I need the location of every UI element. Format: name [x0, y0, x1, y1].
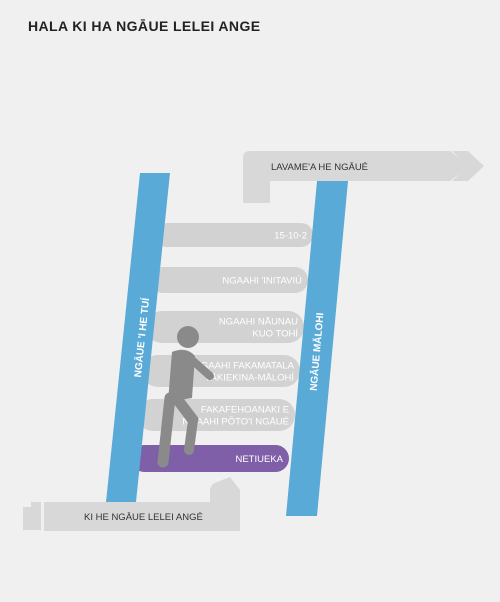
- ladder-rung-label: NGAAHI NĀUNAU: [219, 317, 298, 328]
- ladder-rung-label: NGAAHI FAKAMATALA: [194, 361, 295, 372]
- ladder-rung-label: KUO TOHÍ: [252, 329, 298, 340]
- ladder-rung-bar: [150, 267, 308, 293]
- page-title: HALA KI HA NGĀUE LELEI ANGE: [28, 18, 261, 34]
- left-rail: NGĀUE 'I HE TUÍ: [106, 173, 170, 502]
- top-arrow: LAVAME'A HE NGĀUÉ: [243, 151, 484, 203]
- ladder-rung-1: 15-10-2: [155, 223, 313, 247]
- right-rail: NGĀUE MĀLOHI: [286, 181, 348, 516]
- ladder-rung-label: NETIUEKA: [235, 454, 283, 465]
- bottom-arrow: KI HE NGĀUE LELEI ANGÉ: [23, 477, 240, 531]
- right-rail-bar: [286, 181, 348, 516]
- left-rail-bar: [106, 173, 170, 502]
- ladder-rung-6: NETIUEKA: [131, 445, 289, 472]
- bottom-arrow-shape: [44, 477, 240, 531]
- ladder-rung-label: TĀKIEKINA-MĀLOHÍ: [205, 373, 295, 384]
- ladder-rung-label: NGAAHI 'INITAVIÚ: [222, 276, 302, 287]
- top-arrow-shape: [243, 151, 470, 203]
- double-chevron-right-icon: [437, 151, 484, 181]
- ladder-rung-label: 15-10-2: [274, 231, 307, 242]
- ladder-rung-bar: [131, 445, 289, 472]
- bottom-arrow-tail: [23, 502, 41, 530]
- ladder-rung-bar: [155, 223, 313, 247]
- ladder-rung-2: NGAAHI 'INITAVIÚ: [150, 267, 308, 293]
- ladder-rung-label: NGAAHI PŌTO'I NGĀUÉ: [182, 417, 289, 428]
- person-climbing-icon: [157, 326, 214, 468]
- bottom-arrow-label: KI HE NGĀUE LELEI ANGÉ: [84, 512, 203, 523]
- top-arrow-label: LAVAME'A HE NGĀUÉ: [271, 162, 368, 173]
- ladder-rung-label: FAKAFEHOANAKI E: [201, 405, 289, 416]
